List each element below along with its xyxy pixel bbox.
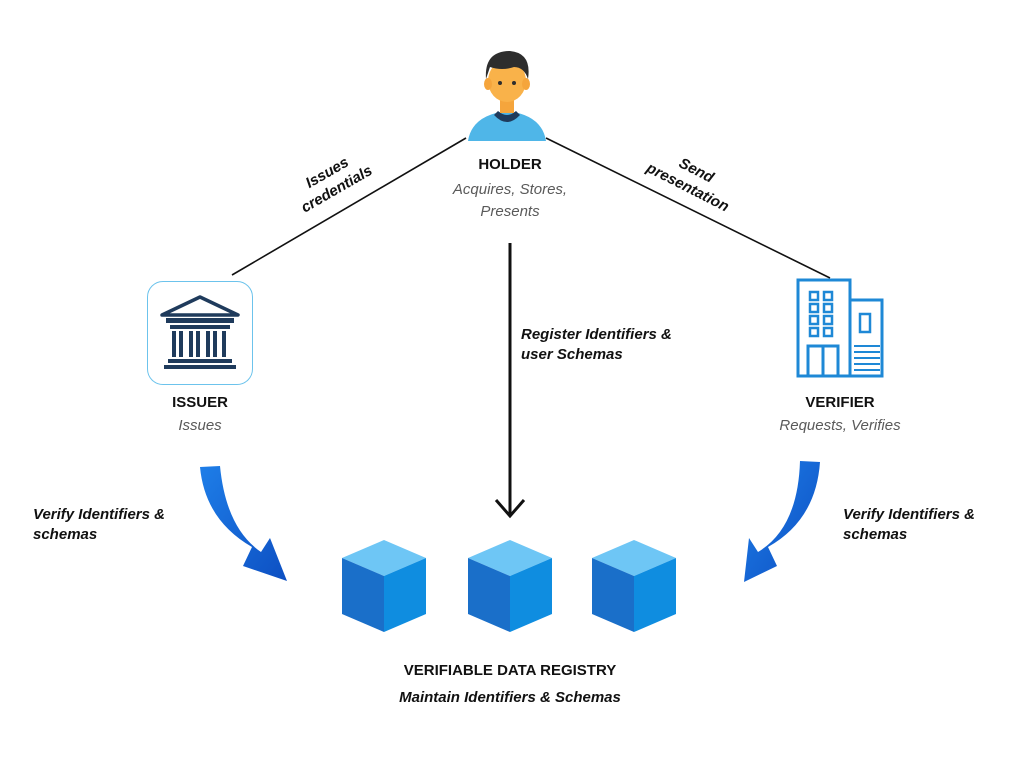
verifier-verify-label-line2: schemas: [843, 526, 908, 543]
holder-role-line1: Acquires, Stores,: [452, 181, 568, 198]
register-label-line1: Register Identifiers &: [521, 326, 672, 343]
verifier-registry-edge-label: Verify Identifiers & schemas: [843, 505, 1018, 545]
registry-subtitle: Maintain Identifiers & Schemas: [399, 689, 621, 706]
register-label-line2: user Schemas: [521, 346, 623, 363]
issuer-title: ISSUER: [172, 394, 228, 411]
issuer-holder-line: [231, 137, 467, 276]
office-building-icon: [796, 278, 884, 378]
holder-verifier-line: [545, 137, 831, 279]
verifier-verify-label-line1: Verify Identifiers &: [843, 506, 975, 523]
issuer-role: Issues: [178, 417, 222, 434]
cube-icon: [468, 540, 552, 632]
person-icon: [468, 51, 546, 141]
cube-icon: [592, 540, 676, 632]
issuer-verify-label-line2: schemas: [33, 526, 98, 543]
verifier-title: VERIFIER: [805, 394, 875, 411]
issuer-verify-label-line1: Verify Identifiers &: [33, 506, 165, 523]
register-arrow: [494, 243, 526, 519]
issuer-registry-edge-label: Verify Identifiers & schemas: [33, 505, 213, 545]
holder-title: HOLDER: [478, 156, 542, 173]
issuer-verify-arrow: [200, 466, 287, 581]
holder-registry-edge-label: Register Identifiers & user Schemas: [521, 325, 721, 365]
issuer-icon-frame: [147, 281, 253, 385]
cube-icon: [342, 540, 426, 632]
registry-title: VERIFIABLE DATA REGISTRY: [403, 662, 617, 679]
verifier-verify-arrow: [744, 461, 820, 582]
holder-role-line2: Presents: [480, 203, 540, 220]
verifier-role: Requests, Verifies: [779, 417, 901, 434]
government-building-icon: [160, 295, 240, 369]
